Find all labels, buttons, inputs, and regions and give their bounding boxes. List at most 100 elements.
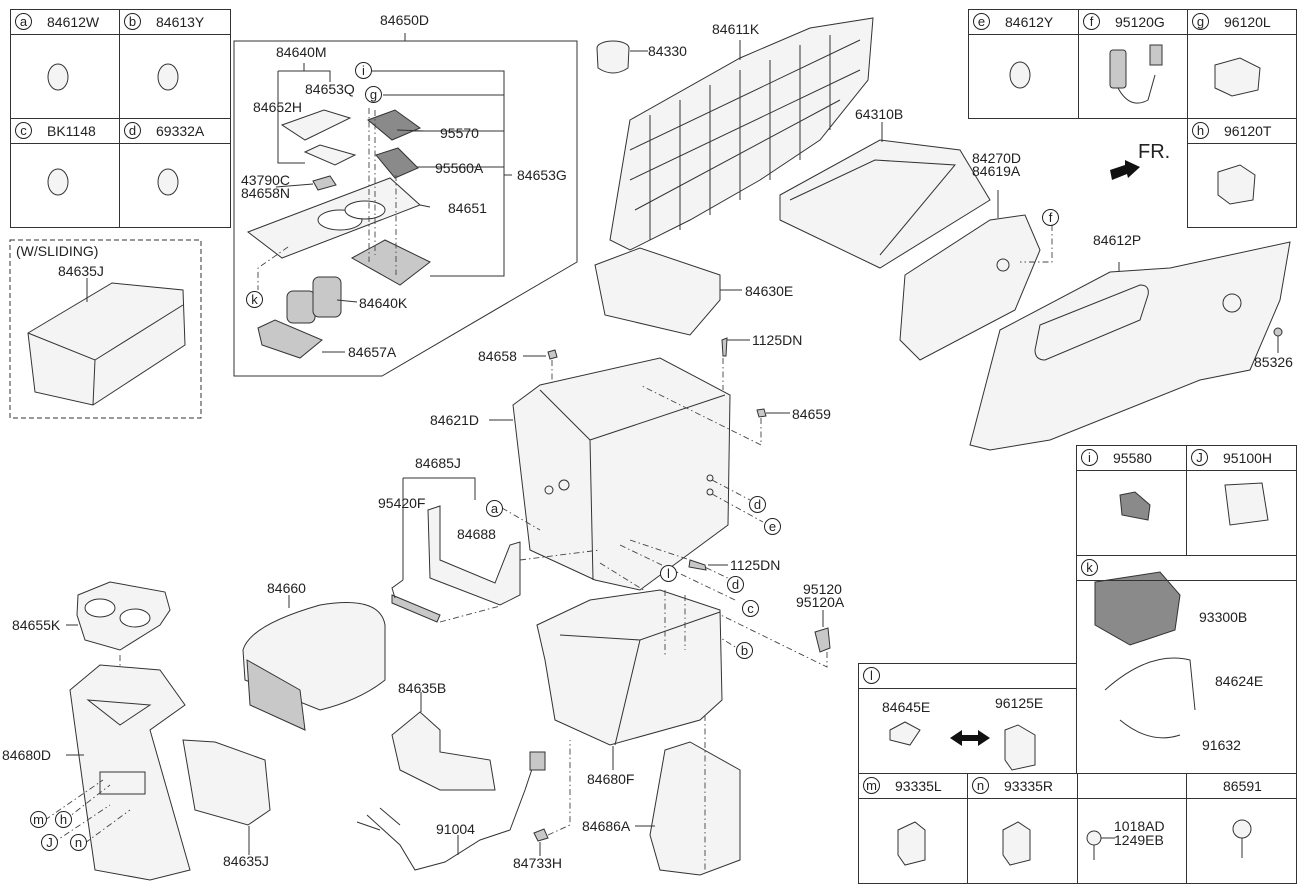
part-label[interactable]: 84657A	[348, 344, 397, 360]
part-number[interactable]: 93300B	[1199, 609, 1248, 625]
part-95420f	[391, 594, 441, 623]
part-label[interactable]: 84680F	[587, 771, 635, 787]
part-label[interactable]: 84270D	[972, 150, 1022, 166]
group-outline-84650d	[233, 40, 578, 377]
part-number[interactable]: 84613Y	[156, 14, 205, 30]
part-label[interactable]: 84330	[648, 43, 687, 59]
part-label[interactable]: 84688	[457, 526, 496, 542]
part-number[interactable]: 95580	[1113, 450, 1152, 466]
part-label[interactable]: 84652H	[253, 99, 303, 115]
part-label[interactable]: 84650D	[380, 12, 430, 28]
part-84640k-cup1	[286, 290, 316, 324]
part-label[interactable]: 84653G	[517, 167, 567, 183]
swap-arrow-icon	[950, 730, 990, 746]
callout-marker-f[interactable]: f	[1042, 209, 1059, 226]
callout-marker-g[interactable]: g	[365, 86, 382, 103]
part-label[interactable]: 84685J	[415, 455, 461, 471]
part-label[interactable]: 84630E	[745, 283, 794, 299]
part-label[interactable]: 84621D	[430, 412, 480, 428]
part-label[interactable]: 95420F	[378, 495, 426, 511]
part-number[interactable]: 84624E	[1215, 673, 1264, 689]
part-84688	[427, 505, 521, 606]
part-label[interactable]: 1125DN	[730, 557, 781, 573]
part-91004-connector	[529, 751, 546, 771]
part-95560a	[375, 147, 419, 179]
part-label[interactable]: 84635J	[58, 263, 104, 279]
part-label[interactable]: 95560A	[435, 160, 484, 176]
part-label[interactable]: 84653Q	[305, 81, 355, 97]
part-number[interactable]: 96120L	[1224, 14, 1271, 30]
callout-marker-J[interactable]: J	[41, 834, 58, 851]
part-number[interactable]: 1249EB	[1114, 832, 1164, 848]
part-label[interactable]: 84659	[792, 406, 831, 422]
part-number[interactable]: 84612Y	[1005, 14, 1054, 30]
callout-marker: l	[863, 667, 880, 684]
part-number[interactable]: 1018AD	[1114, 818, 1165, 834]
part-label[interactable]: 84640M	[276, 44, 327, 60]
callout-marker: m	[863, 777, 880, 794]
part-label[interactable]: 95120	[803, 581, 842, 597]
part-label[interactable]: 95570	[440, 125, 479, 141]
callout-marker-d[interactable]: d	[749, 496, 766, 513]
callout-marker-i[interactable]: i	[355, 62, 372, 79]
part-84733h	[533, 828, 549, 842]
part-label[interactable]: 84640K	[359, 295, 408, 311]
part-label[interactable]: 84635J	[223, 853, 269, 869]
part-label[interactable]: 95120A	[796, 594, 845, 610]
callout-marker-b[interactable]: b	[736, 642, 753, 659]
part-label[interactable]: 84635B	[398, 680, 447, 696]
part-label[interactable]: 43790C	[241, 172, 291, 188]
part-label[interactable]: 1125DN	[752, 332, 803, 348]
part-84657a	[257, 319, 323, 359]
part-number[interactable]: 96120T	[1224, 123, 1272, 139]
part-label[interactable]: 84680D	[2, 747, 52, 763]
callout-marker-n[interactable]: n	[70, 834, 87, 851]
part-number[interactable]: BK1148	[47, 123, 96, 139]
part-number[interactable]: 93335L	[895, 778, 942, 794]
part-label[interactable]: 84686A	[582, 818, 631, 834]
part-label[interactable]: 84733H	[513, 855, 563, 871]
part-number[interactable]: 86591	[1223, 778, 1262, 794]
part-label[interactable]: 84658N	[241, 185, 291, 201]
part-64310b	[779, 139, 991, 269]
part-number[interactable]: 84645E	[882, 699, 931, 715]
front-direction-label: FR.	[1138, 141, 1171, 163]
callout-marker: e	[973, 13, 990, 30]
part-label[interactable]: 91004	[436, 821, 475, 837]
clip-icons	[47, 61, 1031, 196]
callout-cell-86591: 86591	[1186, 773, 1297, 884]
part-number[interactable]: 95120G	[1115, 14, 1165, 30]
part-label[interactable]: 84660	[267, 580, 306, 596]
part-label[interactable]: 84658	[478, 348, 517, 364]
callout-marker-l[interactable]: l	[660, 565, 677, 582]
callout-marker-e[interactable]: e	[764, 518, 781, 535]
part-number[interactable]: 91632	[1202, 737, 1241, 753]
callout-marker-h[interactable]: h	[55, 811, 72, 828]
part-number[interactable]: 84612W	[47, 14, 100, 30]
callout-marker-k[interactable]: k	[246, 291, 263, 308]
part-label[interactable]: 84655K	[12, 617, 61, 633]
connector-icons	[889, 44, 1269, 866]
part-number[interactable]: 93335R	[1004, 778, 1054, 794]
part-label[interactable]: 84619A	[972, 163, 1021, 179]
callout-marker-a[interactable]: a	[486, 500, 503, 517]
callout-marker-m[interactable]: m	[30, 811, 47, 828]
part-84621d	[512, 357, 731, 591]
part-label[interactable]: 84612P	[1093, 232, 1142, 248]
part-number[interactable]: 69332A	[156, 123, 205, 139]
part-84658n	[312, 175, 337, 191]
callout-marker-d[interactable]: d	[727, 576, 744, 593]
callout-marker-c[interactable]: c	[742, 600, 759, 617]
part-label[interactable]: 85326	[1254, 354, 1293, 370]
part-label[interactable]: 64310B	[855, 106, 904, 122]
part-84612p	[969, 241, 1291, 451]
part-number[interactable]: 95100H	[1223, 450, 1273, 466]
part-number[interactable]: 96125E	[995, 695, 1044, 711]
part-label[interactable]: 84651	[448, 200, 487, 216]
part-label[interactable]: 84611K	[712, 21, 760, 37]
